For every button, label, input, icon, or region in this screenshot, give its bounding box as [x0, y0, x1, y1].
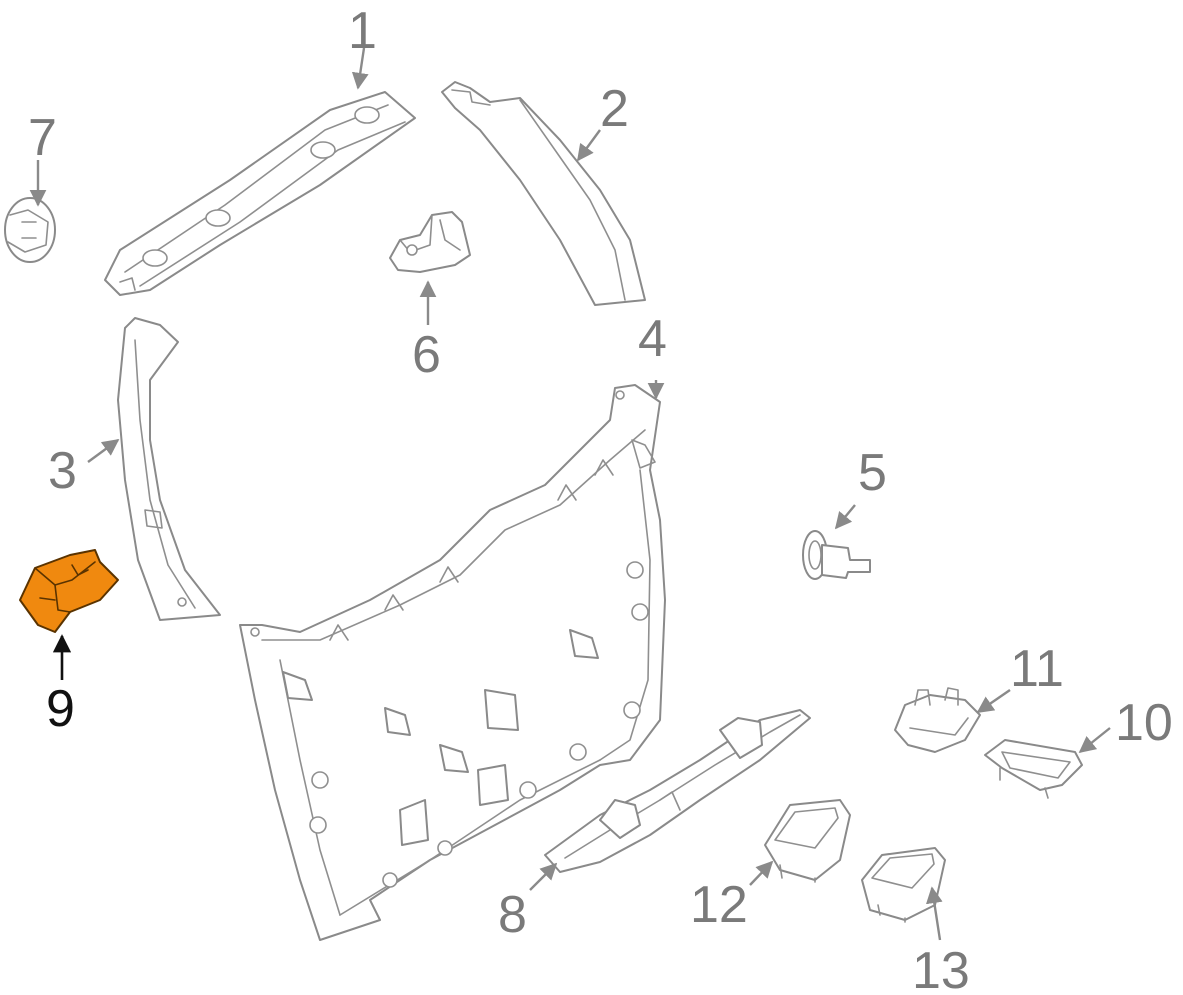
- part-7-round-clip[interactable]: [4, 197, 56, 263]
- part-12-switch[interactable]: [764, 799, 851, 883]
- callout-3: 3: [48, 442, 77, 500]
- part-6-bracket[interactable]: [389, 211, 471, 273]
- part-5-push-pin[interactable]: [802, 530, 871, 580]
- callout-13: 13: [912, 942, 970, 995]
- part-8-sill-trim[interactable]: [544, 709, 811, 873]
- part-9-bracket-highlighted[interactable]: [19, 549, 119, 633]
- callout-8: 8: [498, 886, 527, 944]
- callout-6: 6: [412, 326, 441, 384]
- callout-5: 5: [858, 444, 887, 502]
- callout-10: 10: [1115, 694, 1173, 752]
- callout-1: 1: [348, 2, 377, 60]
- callout-12: 12: [690, 876, 748, 934]
- callout-11: 11: [1010, 640, 1064, 698]
- part-3-pillar-trim[interactable]: [117, 317, 221, 621]
- callout-2: 2: [600, 80, 629, 138]
- part-1-header-trim[interactable]: [104, 91, 416, 296]
- callout-7: 7: [28, 109, 57, 167]
- callout-4: 4: [638, 310, 667, 368]
- part-10-bezel[interactable]: [984, 739, 1083, 799]
- part-2-side-trim[interactable]: [441, 81, 646, 306]
- callout-9: 9: [46, 680, 75, 738]
- part-13-switch[interactable]: [861, 847, 946, 923]
- leader-lines: [29, 47, 1111, 941]
- part-11-clip[interactable]: [894, 687, 981, 753]
- callout-labels: 1 2 3 4 5 6 7 8 9 10 11 12 13: [28, 2, 1173, 995]
- part-4-liftgate-panel[interactable]: [239, 384, 666, 941]
